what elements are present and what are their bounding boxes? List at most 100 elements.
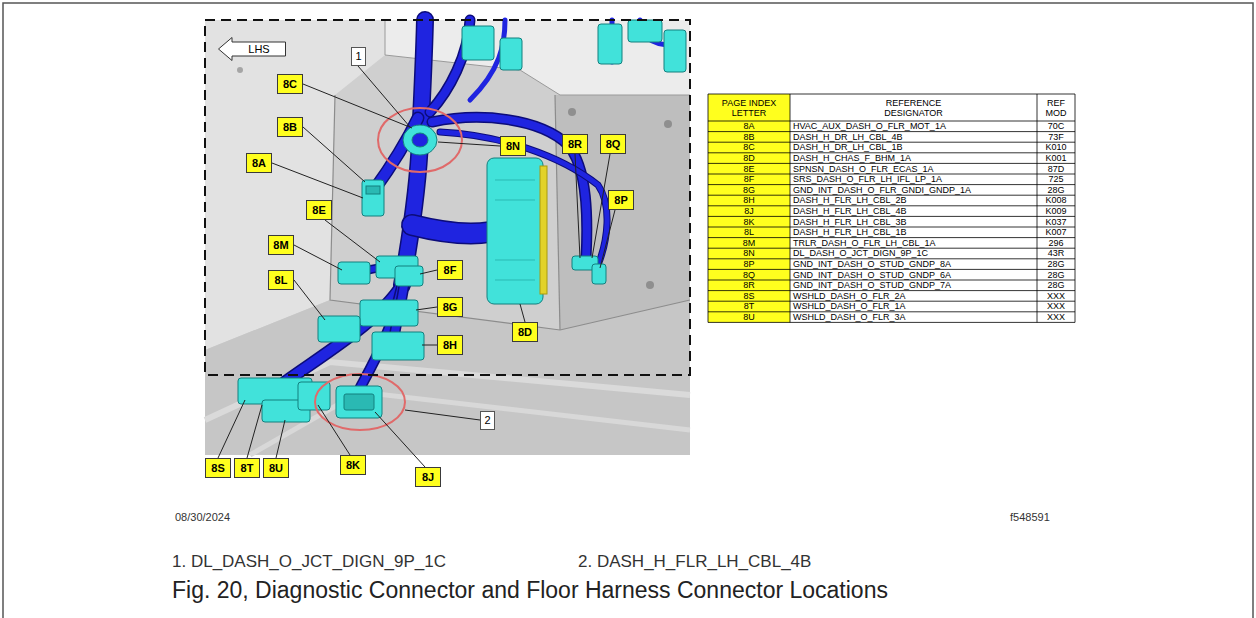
callout-label: 8R bbox=[568, 139, 582, 150]
table-cell: 8R bbox=[708, 280, 790, 291]
leader-line bbox=[325, 220, 380, 262]
leader-line bbox=[416, 307, 437, 310]
callout-label: 8M bbox=[273, 240, 288, 251]
table-cell: 725 bbox=[1037, 174, 1075, 185]
table-cell: 8K bbox=[708, 216, 790, 227]
connector bbox=[628, 20, 662, 42]
connector-detail bbox=[412, 133, 428, 147]
connector-lock bbox=[540, 166, 547, 294]
table-rule bbox=[1037, 94, 1038, 322]
table-cell: 296 bbox=[1037, 238, 1075, 249]
table-cell: 8J bbox=[708, 206, 790, 217]
ground-stud bbox=[592, 264, 606, 284]
leader-line bbox=[318, 405, 350, 455]
table-cell: 28G bbox=[1037, 269, 1075, 280]
dash-panel bbox=[205, 20, 385, 350]
page-index-callout: 8E bbox=[306, 200, 332, 220]
callout-key: 1. DL_DASH_O_JCT_DIGN_9P_1C bbox=[172, 552, 446, 572]
callout-label: 8G bbox=[443, 302, 458, 313]
table-cell: 8F bbox=[708, 174, 790, 185]
connector bbox=[336, 386, 382, 418]
connector bbox=[664, 30, 686, 72]
connector bbox=[500, 38, 522, 70]
table-cell: XXX bbox=[1037, 312, 1075, 323]
leader-line bbox=[358, 66, 410, 127]
highlight-circle bbox=[378, 108, 462, 172]
connector-detail bbox=[495, 180, 535, 280]
table-cell: 8P bbox=[708, 259, 790, 270]
connector bbox=[395, 266, 423, 286]
callout-label: 8B bbox=[283, 122, 297, 133]
callout-number: 1 bbox=[351, 47, 366, 66]
table-cell: WSHLD_DASH_O_FLR_3A bbox=[793, 312, 1037, 323]
table-cell: K037 bbox=[1037, 216, 1075, 227]
leader-line bbox=[294, 280, 325, 320]
callout-label: 8H bbox=[443, 340, 457, 351]
table-cell: SRS_DASH_O_FLR_LH_IFL_LP_1A bbox=[793, 174, 1037, 185]
table-cell: 8L bbox=[708, 227, 790, 238]
table-rule bbox=[708, 94, 709, 322]
table-cell: TRLR_DASH_O_FLR_LH_CBL_1A bbox=[793, 238, 1037, 249]
panel-hole bbox=[568, 108, 576, 116]
callout-label: 8J bbox=[422, 472, 434, 483]
panel-hole bbox=[664, 120, 672, 128]
connector bbox=[598, 24, 622, 64]
table-highlight bbox=[708, 94, 790, 322]
leader-line bbox=[272, 163, 363, 198]
table-header: PAGE INDEX LETTER bbox=[710, 94, 788, 121]
page-index-callout: 8D bbox=[512, 322, 538, 342]
panel-edge bbox=[330, 95, 690, 330]
table-cell: SPNSN_DASH_O_FLR_ECAS_1A bbox=[793, 163, 1037, 174]
table-header: REFERENCE DESIGNATOR bbox=[879, 94, 949, 121]
floor-panel bbox=[205, 20, 690, 455]
connector bbox=[360, 300, 418, 326]
table-cell: DASH_H_FLR_LH_CBL_1B bbox=[793, 227, 1037, 238]
wire-harness bbox=[412, 225, 490, 234]
table-cell: 28G bbox=[1037, 280, 1075, 291]
page-index-callout: 8P bbox=[608, 190, 634, 210]
direction-label: LHS bbox=[248, 44, 269, 55]
page-index-callout: 8H bbox=[437, 335, 463, 355]
floor bbox=[205, 300, 690, 455]
page-index-callout: 8S bbox=[205, 458, 231, 478]
table-cell: DASH_H_CHAS_F_BHM_1A bbox=[793, 153, 1037, 164]
table-cell: 8A bbox=[708, 121, 790, 132]
table-cell: 8D bbox=[708, 153, 790, 164]
table-cell: XXX bbox=[1037, 291, 1075, 302]
table-cell: 8G bbox=[708, 185, 790, 196]
table-cell: GND_INT_DASH_O_STUD_GNDP_6A bbox=[793, 269, 1037, 280]
table-cell: GND_INT_DASH_O_STUD_GNDP_8A bbox=[793, 259, 1037, 270]
direction-arrow: LHS bbox=[218, 37, 286, 61]
connector bbox=[362, 180, 384, 216]
callout-label: 8A bbox=[252, 158, 266, 169]
document-stamp: f548591 bbox=[1010, 511, 1050, 524]
table-cell: 43R bbox=[1037, 248, 1075, 259]
table-cell: K007 bbox=[1037, 227, 1075, 238]
table-cell: 8N bbox=[708, 248, 790, 259]
table-cell: K010 bbox=[1037, 142, 1075, 153]
page-index-callout: 8M bbox=[268, 235, 294, 255]
table-cell: WSHLD_DASH_O_FLR_2A bbox=[793, 291, 1037, 302]
connector bbox=[298, 382, 330, 410]
leader-line bbox=[375, 412, 425, 467]
leader-line bbox=[294, 245, 342, 270]
page-index-callout: 8Q bbox=[600, 134, 626, 154]
table-cell: DASH_H_DR_LH_CBL_1B bbox=[793, 142, 1037, 153]
callout-label: 8T bbox=[241, 463, 254, 474]
page-index-callout: 8B bbox=[277, 117, 303, 137]
arrow-shape bbox=[219, 38, 286, 61]
page-index-callout: 8T bbox=[234, 458, 260, 478]
table-cell: DASH_H_FLR_LH_CBL_4B bbox=[793, 206, 1037, 217]
leader-line bbox=[438, 142, 500, 146]
detail-boundary bbox=[205, 20, 690, 375]
leader-line bbox=[422, 345, 437, 346]
table-cell: 73F bbox=[1037, 132, 1075, 143]
table-cell: 8T bbox=[708, 301, 790, 312]
connector bbox=[487, 158, 543, 304]
callout-label: 8C bbox=[283, 79, 297, 90]
table-cell: 8S bbox=[708, 291, 790, 302]
table-cell: 70C bbox=[1037, 121, 1075, 132]
leader-line bbox=[600, 210, 615, 268]
callout-label: 1 bbox=[355, 51, 361, 62]
callout-label: 8U bbox=[269, 463, 283, 474]
